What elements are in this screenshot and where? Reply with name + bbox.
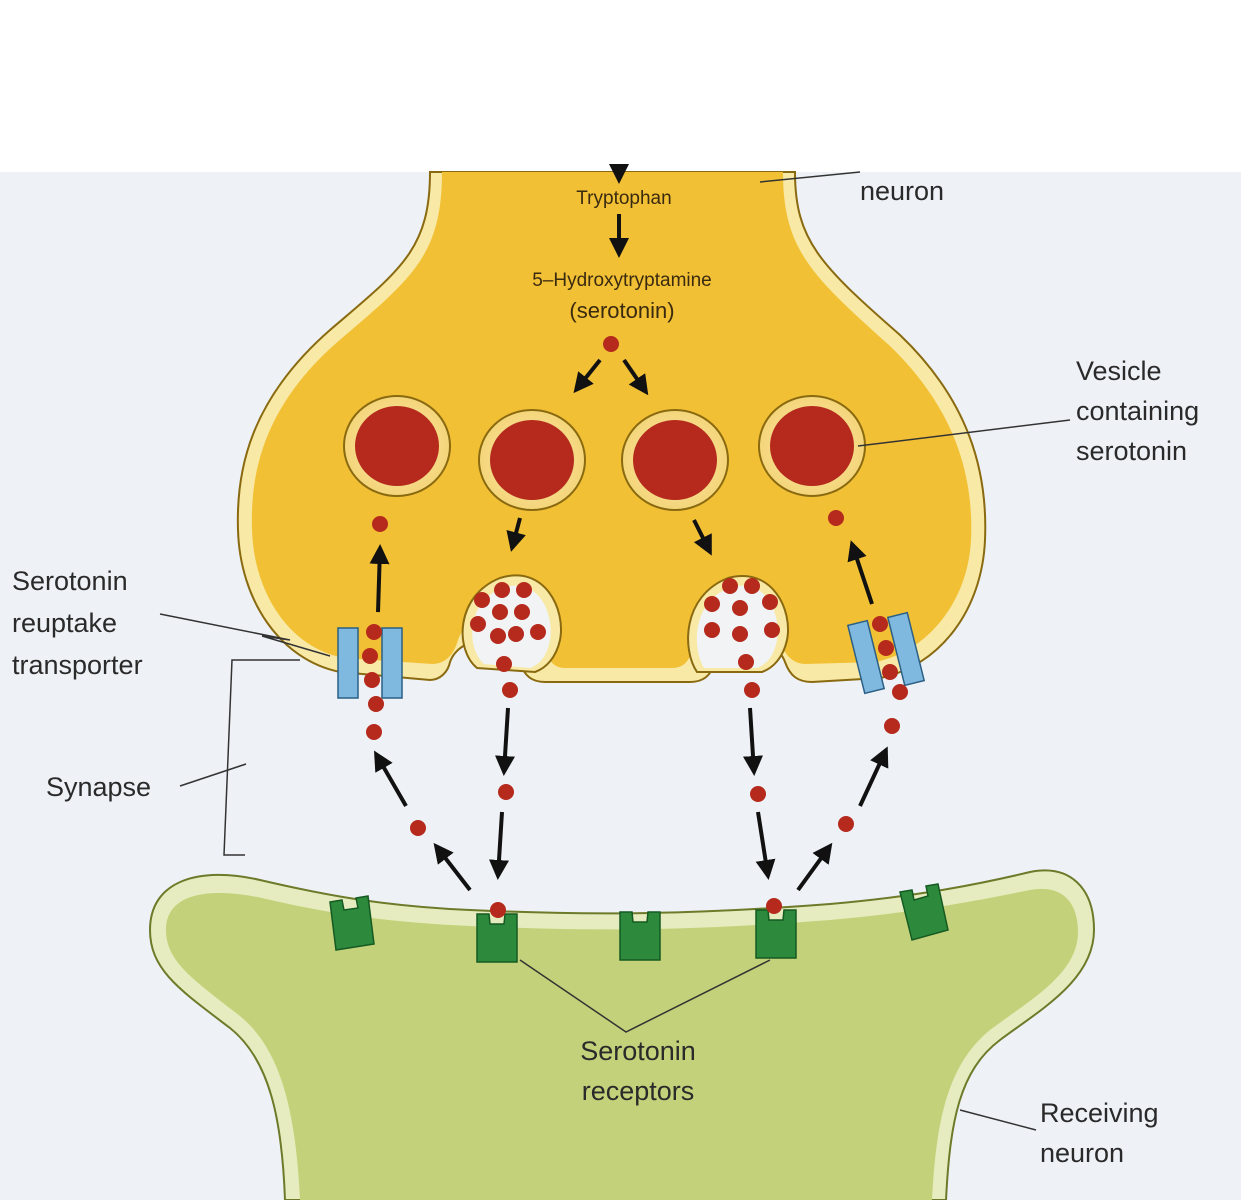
transporter-left bbox=[337, 627, 403, 699]
flow-arrows bbox=[369, 164, 889, 892]
receptors-label-line2: receptors bbox=[582, 1076, 695, 1106]
hydroxytryptamine-label: 5–Hydroxytryptamine bbox=[532, 270, 712, 291]
serotonin-receptors bbox=[329, 883, 949, 963]
serotonin-molecules bbox=[362, 336, 908, 918]
reuptake-label-line1: Serotonin bbox=[12, 566, 128, 596]
reuptake-label-line3: transporter bbox=[12, 650, 143, 680]
vesicle-label-line1: Vesicle bbox=[1076, 356, 1162, 386]
synapse-label: Synapse bbox=[46, 772, 151, 802]
vesicle-label-line3: serotonin bbox=[1076, 436, 1187, 466]
vesicle-label-line2: containing bbox=[1076, 396, 1199, 426]
receptor-3 bbox=[619, 911, 661, 961]
receiving-neuron bbox=[148, 869, 1096, 1200]
vesicle-1 bbox=[343, 395, 451, 497]
tryptophan-label: Tryptophan bbox=[576, 188, 671, 209]
receiving-neuron-label-line2: neuron bbox=[1040, 1138, 1124, 1168]
transporter-right bbox=[846, 611, 926, 695]
receptor-4 bbox=[755, 909, 797, 959]
reuptake-label-line2: reuptake bbox=[12, 608, 117, 638]
top-white-band bbox=[0, 0, 1241, 172]
vesicle-3 bbox=[621, 409, 729, 511]
sending-neuron-label: neuron bbox=[860, 176, 944, 206]
vesicles bbox=[343, 395, 866, 511]
receptor-5 bbox=[899, 883, 949, 941]
vesicle-4 bbox=[758, 395, 866, 497]
leader-lines bbox=[159, 171, 1071, 1131]
receiving-neuron-label-line1: Receiving bbox=[1040, 1098, 1159, 1128]
sending-neuron bbox=[236, 171, 987, 684]
receptor-1 bbox=[329, 895, 375, 951]
reuptake-transporters bbox=[337, 611, 926, 699]
serotonin-paren-label: (serotonin) bbox=[569, 298, 674, 323]
receptors-label-line1: Serotonin bbox=[580, 1036, 696, 1066]
vesicle-2 bbox=[478, 409, 586, 511]
receptor-2 bbox=[476, 913, 518, 963]
